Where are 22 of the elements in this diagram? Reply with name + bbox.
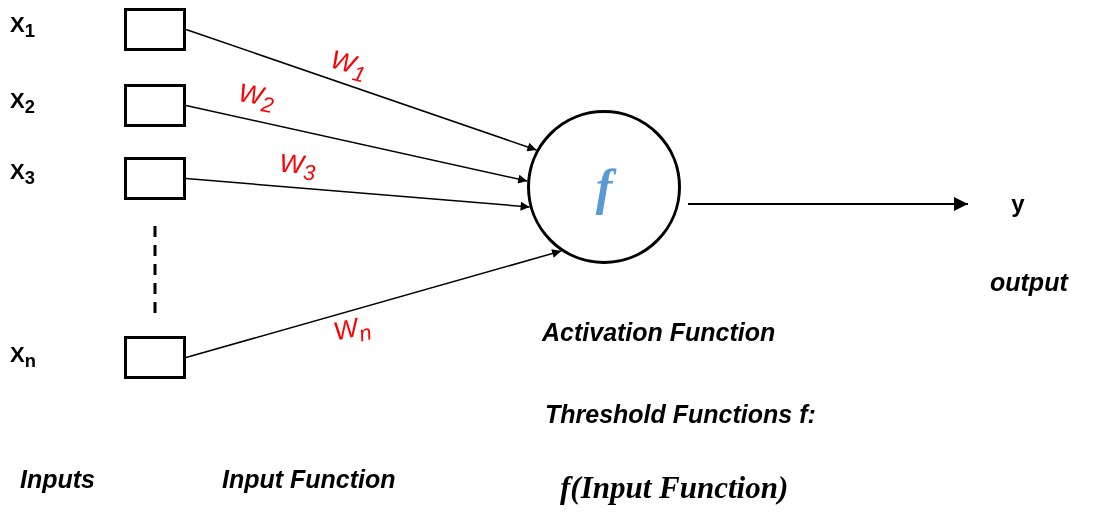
axis-caption: Inputs <box>20 465 95 494</box>
arrow <box>185 249 562 359</box>
arrow <box>687 197 969 211</box>
axis-caption: Input Function <box>222 465 396 494</box>
input-variable: X$_{2}$ <box>10 88 35 119</box>
arrow <box>185 177 531 211</box>
caption-text: Threshold Functions f: <box>545 400 816 429</box>
input-variable: X$_{n}$ <box>10 342 36 373</box>
input-variable: X$_{1}$ <box>10 12 35 43</box>
input-box <box>124 84 186 127</box>
input-box <box>124 157 186 200</box>
formula-text: f(Input Function) <box>560 470 789 506</box>
output-variable: y <box>1011 190 1025 218</box>
weight-label: W$_{3}$ <box>277 147 317 187</box>
arrow <box>185 104 528 184</box>
output-caption: output <box>990 268 1068 297</box>
weight-label: W$_{2}$ <box>234 77 277 120</box>
input-variable: X$_{3}$ <box>10 159 35 190</box>
arrow <box>185 28 538 152</box>
caption-text: Activation Function <box>542 318 776 347</box>
input-box <box>124 8 186 51</box>
input-box <box>124 336 186 379</box>
